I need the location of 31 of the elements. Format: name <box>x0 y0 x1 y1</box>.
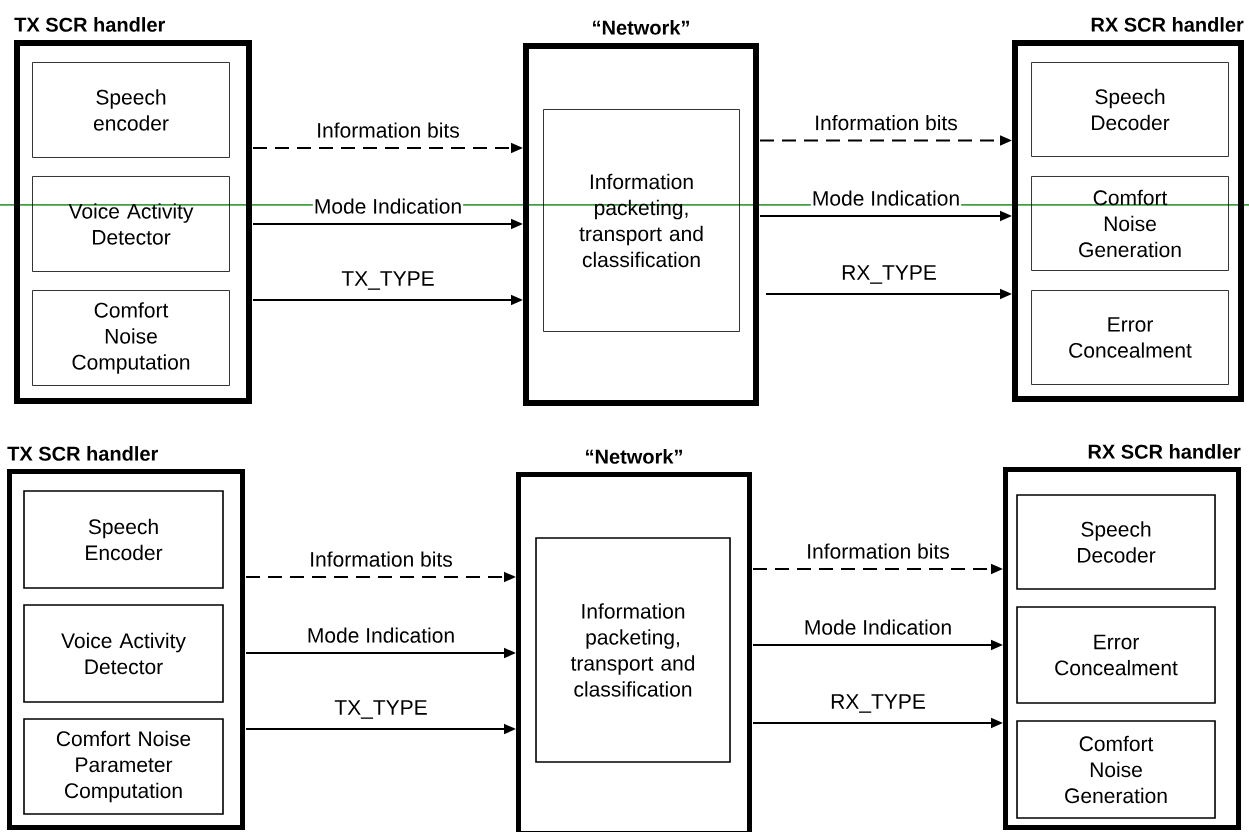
node-label: RX SCR handler <box>1088 444 1241 459</box>
process-box: Voice Activity Detector <box>23 604 224 703</box>
process-box: Comfort Noise Parameter Computation <box>23 718 224 815</box>
node-label: TX SCR handler <box>14 17 166 32</box>
edge-label: RX_TYPE <box>842 265 936 284</box>
edge-label: Mode Indication <box>813 190 959 206</box>
edge-label: Information bits <box>318 122 459 138</box>
edge-label: Mode Indication <box>308 627 454 643</box>
node-label: “Network” <box>593 20 689 35</box>
process-box: Speech encoder <box>32 62 230 158</box>
node-label: TX SCR handler <box>7 446 159 461</box>
process-box: Speech Decoder <box>1031 62 1229 157</box>
edge-label: TX_TYPE <box>334 700 427 719</box>
process-box: Information packeting, transport and classification <box>535 537 731 763</box>
process-box: Comfort Noise Generation <box>1031 176 1229 271</box>
process-box: Voice Activity Detector <box>32 176 230 272</box>
edge-label: Mode Indication <box>805 619 951 635</box>
edge-label: Mode Indication <box>315 198 461 214</box>
process-box: Comfort Noise Computation <box>32 290 230 386</box>
process-box: Comfort Noise Generation <box>1016 720 1216 819</box>
edge-label: Information bits <box>311 551 452 567</box>
process-box: Error Concealment <box>1031 290 1229 385</box>
node-label: “Network” <box>586 449 682 464</box>
edge-label: RX_TYPE <box>831 694 925 713</box>
process-box: Speech Decoder <box>1016 494 1216 590</box>
process-box: Speech Encoder <box>23 490 224 589</box>
edge-label: Information bits <box>808 543 949 559</box>
edge-label: Information bits <box>816 114 957 131</box>
node-label: RX SCR handler <box>1091 17 1244 32</box>
process-box: Error Concealment <box>1016 606 1216 704</box>
edge-label: TX_TYPE <box>341 271 434 290</box>
